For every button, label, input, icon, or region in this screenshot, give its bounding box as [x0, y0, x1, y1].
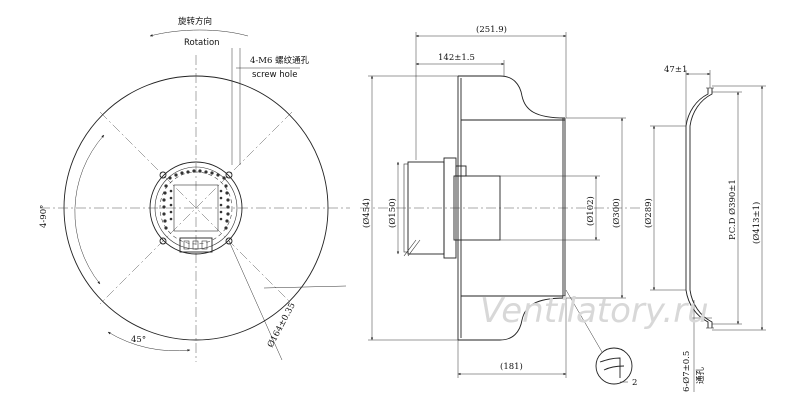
- side-view: (251.9) 142±1.5 (Ø454) (Ø150) (Ø102) (Ø3…: [360, 24, 640, 388]
- dim-181-label: (181): [500, 361, 523, 372]
- watermark: Ventilatory.ru: [480, 291, 709, 331]
- cable-gland: [455, 165, 467, 177]
- dim-47-label: 47±1: [664, 65, 687, 75]
- dim-142-label: 142±1.5: [438, 53, 475, 63]
- inlet-ring-view: 47±1 (Ø289) P.C.D Ø390±1 (Ø413±1) 6-Ø7±0…: [643, 65, 766, 392]
- dim-2-label: 2: [632, 378, 637, 388]
- rotation-label-cn: 旋转方向: [178, 16, 212, 27]
- rotation-label-en: Rotation: [184, 38, 220, 48]
- screw-hole-label-cn: 4-M6 螺纹通孔: [250, 55, 310, 66]
- inlet-ring-profile: [685, 88, 709, 328]
- dia-164-label: Ø164±0.35: [265, 301, 298, 350]
- angle-45-label: 45°: [131, 335, 146, 345]
- front-view: 旋转方向 Rotation 4-M6 螺纹通孔 screw hole 4-90°…: [39, 16, 350, 362]
- holes-label: 6-Ø7±0.5: [681, 351, 692, 392]
- dim-289-label: (Ø289): [643, 198, 654, 228]
- dim-150-label: (Ø150): [387, 198, 398, 228]
- screw-hole-label-en: screw hole: [252, 70, 297, 80]
- motor-rotor: [453, 175, 501, 241]
- dim-454-label: (Ø454): [361, 198, 372, 228]
- dim-251-label: (251.9): [476, 24, 507, 35]
- dim-102-label: (Ø102): [585, 196, 596, 226]
- angle-90-label: 4-90°: [39, 205, 49, 228]
- screw-hole: [225, 171, 233, 179]
- screw-hole: [159, 171, 167, 179]
- dim-413-label: (Ø413±1): [751, 202, 762, 244]
- screw-hole: [159, 237, 167, 245]
- motor-vent-pattern: [162, 169, 230, 230]
- screw-hole: [225, 237, 233, 245]
- connector-block: [179, 237, 213, 253]
- dim-300-label: (Ø300): [611, 198, 622, 228]
- hub-outer-circle: [149, 161, 243, 255]
- holes-label-cn: 通孔: [695, 366, 706, 384]
- rotation-arrow: [149, 29, 249, 37]
- detail-circle: [595, 347, 633, 385]
- pcd-label: P.C.D Ø390±1: [727, 179, 738, 240]
